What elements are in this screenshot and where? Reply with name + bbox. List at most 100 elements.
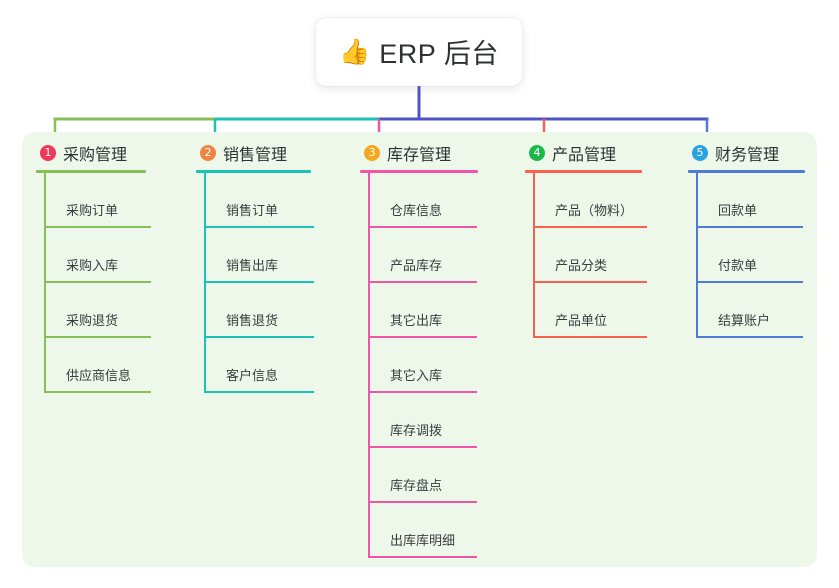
branch-title: 销售管理 bbox=[223, 147, 288, 164]
branch-column-3: 3 库存管理仓库信息产品库存其它出库其它入库库存调拨库存盘点出库库明细 bbox=[360, 140, 478, 558]
branch-item-rule bbox=[533, 281, 647, 283]
branch-item[interactable]: 产品分类 bbox=[533, 228, 647, 283]
branch-column-4: 4 产品管理产品（物料） 产品分类产品单位 bbox=[525, 140, 647, 338]
branch-item[interactable]: 其它入库 bbox=[368, 338, 478, 393]
branch-item[interactable]: 采购入库 bbox=[44, 228, 151, 283]
branch-item-label: 仓库信息 bbox=[390, 203, 443, 218]
branch-item[interactable]: 出库库明细 bbox=[368, 503, 478, 558]
branch-item-label: 库存调拨 bbox=[390, 423, 443, 438]
branch-column-2: 2 销售管理销售订单销售出库销售退货客户信息 bbox=[196, 140, 314, 393]
branch-item[interactable]: 产品库存 bbox=[368, 228, 478, 283]
branch-header-rule bbox=[525, 170, 642, 173]
branch-item[interactable]: 库存调拨 bbox=[368, 393, 478, 448]
branch-header-3[interactable]: 3 库存管理 bbox=[360, 140, 478, 166]
branch-item-label: 销售订单 bbox=[226, 203, 279, 218]
branch-item[interactable]: 产品（物料） bbox=[533, 173, 647, 228]
branch-item-rule bbox=[368, 556, 477, 558]
branch-item-rule bbox=[368, 446, 477, 448]
branch-header-rule bbox=[688, 170, 805, 173]
branch-item-rule bbox=[44, 391, 151, 393]
branch-item[interactable]: 仓库信息 bbox=[368, 173, 478, 228]
branch-spine bbox=[204, 173, 206, 393]
branch-item[interactable]: 采购订单 bbox=[44, 173, 151, 228]
branch-item[interactable]: 回款单 bbox=[696, 173, 805, 228]
branch-header-rule bbox=[36, 170, 146, 173]
branch-item[interactable]: 付款单 bbox=[696, 228, 805, 283]
branch-number-badge: 4 bbox=[529, 145, 545, 161]
branch-item-label: 客户信息 bbox=[226, 368, 279, 383]
branch-number-badge: 2 bbox=[200, 145, 216, 161]
branch-item-label: 付款单 bbox=[718, 258, 758, 273]
branch-item-list: 产品（物料） 产品分类产品单位 bbox=[533, 173, 647, 338]
branch-item-label: 其它出库 bbox=[390, 313, 443, 328]
branch-item-list: 回款单付款单结算账户 bbox=[696, 173, 805, 338]
branch-item-list: 仓库信息产品库存其它出库其它入库库存调拨库存盘点出库库明细 bbox=[368, 173, 478, 558]
branch-item[interactable]: 供应商信息 bbox=[44, 338, 151, 393]
branch-number-badge: 3 bbox=[364, 145, 380, 161]
root-title: ERP 后台 bbox=[379, 38, 499, 69]
branch-item[interactable]: 其它出库 bbox=[368, 283, 478, 338]
branch-item-rule bbox=[533, 226, 647, 228]
branch-header-rule bbox=[196, 170, 311, 173]
branch-item-rule bbox=[44, 281, 151, 283]
branch-item-rule bbox=[44, 336, 151, 338]
branch-item-rule bbox=[204, 226, 314, 228]
branch-item-rule bbox=[696, 281, 803, 283]
branch-item[interactable]: 库存盘点 bbox=[368, 448, 478, 503]
branch-item[interactable]: 结算账户 bbox=[696, 283, 805, 338]
branch-item[interactable]: 销售订单 bbox=[204, 173, 314, 228]
branch-item-list: 销售订单销售出库销售退货客户信息 bbox=[204, 173, 314, 393]
thumbs-up-icon: 👍 bbox=[339, 36, 371, 66]
branch-item-rule bbox=[696, 336, 803, 338]
branch-item-rule bbox=[368, 501, 477, 503]
branches-panel bbox=[22, 132, 817, 567]
branch-item-label: 库存盘点 bbox=[390, 478, 443, 493]
branch-item-label: 销售退货 bbox=[226, 313, 279, 328]
branch-item[interactable]: 销售出库 bbox=[204, 228, 314, 283]
branch-spine bbox=[696, 173, 698, 338]
branch-item-label: 采购退货 bbox=[66, 313, 119, 328]
branch-item[interactable]: 产品单位 bbox=[533, 283, 647, 338]
root-node-content: 👍 ERP 后台 bbox=[339, 32, 499, 71]
branch-title: 库存管理 bbox=[387, 147, 452, 164]
branch-item-rule bbox=[368, 336, 477, 338]
branch-item-rule bbox=[368, 281, 477, 283]
branch-item-label: 采购订单 bbox=[66, 203, 119, 218]
branch-item-label: 采购入库 bbox=[66, 258, 119, 273]
branch-spine bbox=[533, 173, 535, 338]
branch-header-4[interactable]: 4 产品管理 bbox=[525, 140, 642, 166]
branch-item[interactable]: 客户信息 bbox=[204, 338, 314, 393]
branch-item[interactable]: 采购退货 bbox=[44, 283, 151, 338]
branch-item-label: 销售出库 bbox=[226, 258, 279, 273]
branch-item-list: 采购订单采购入库采购退货供应商信息 bbox=[44, 173, 151, 393]
branch-item-label: 其它入库 bbox=[390, 368, 443, 383]
branch-number-badge: 1 bbox=[40, 145, 56, 161]
branch-item-label: 产品（物料） bbox=[555, 203, 634, 218]
branch-header-rule bbox=[360, 170, 478, 173]
branch-header-2[interactable]: 2 销售管理 bbox=[196, 140, 311, 166]
branch-title: 产品管理 bbox=[552, 147, 617, 164]
branch-item-rule bbox=[204, 336, 314, 338]
branch-item-label: 回款单 bbox=[718, 203, 758, 218]
branch-spine bbox=[44, 173, 46, 393]
branch-item-rule bbox=[368, 226, 477, 228]
root-node[interactable]: 👍 ERP 后台 bbox=[316, 18, 522, 86]
branch-title: 财务管理 bbox=[715, 147, 780, 164]
branch-item-label: 产品库存 bbox=[390, 258, 443, 273]
branch-spine bbox=[368, 173, 370, 558]
branch-item-label: 产品分类 bbox=[555, 258, 608, 273]
branch-item[interactable]: 销售退货 bbox=[204, 283, 314, 338]
branch-item-rule bbox=[368, 391, 477, 393]
branch-item-rule bbox=[44, 226, 151, 228]
branch-item-label: 结算账户 bbox=[718, 313, 771, 328]
branch-item-rule bbox=[204, 281, 314, 283]
branch-item-label: 产品单位 bbox=[555, 313, 608, 328]
branch-item-label: 出库库明细 bbox=[390, 533, 456, 548]
branch-item-rule bbox=[533, 336, 647, 338]
branch-item-label: 供应商信息 bbox=[66, 368, 132, 383]
